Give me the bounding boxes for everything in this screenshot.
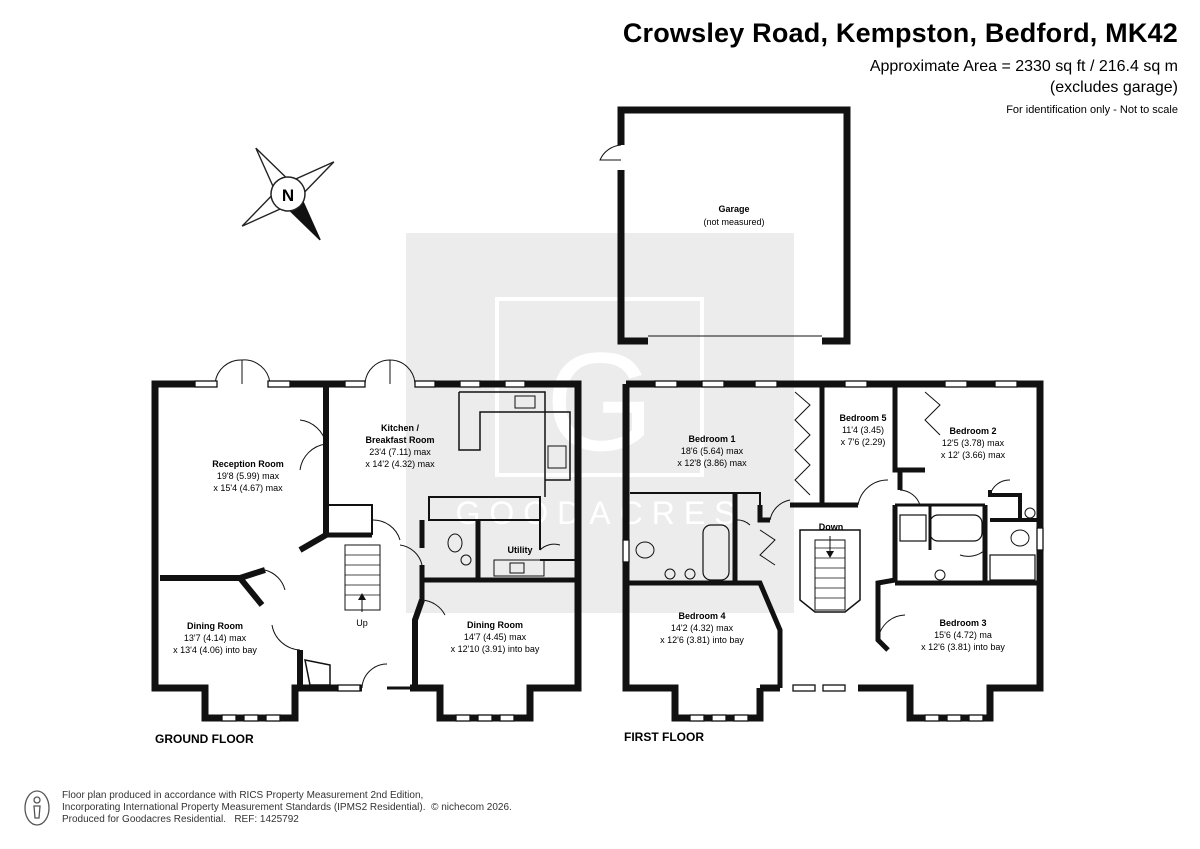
ground-floor-windows <box>194 380 526 722</box>
footer-line1: Floor plan produced in accordance with R… <box>62 790 424 801</box>
room-utility-name: Utility <box>507 545 532 555</box>
garage-note: (not measured) <box>703 217 764 227</box>
room-dining-right-dim2: x 12'10 (3.91) into bay <box>451 644 540 654</box>
watermark-text: GOODACRES <box>455 495 744 531</box>
room-bedroom3-dim1: 15'6 (4.72) ma <box>934 630 992 640</box>
ground-floor-labels: Reception Room 19'8 (5.99) max x 15'4 (4… <box>173 423 540 655</box>
approximate-area: Approximate Area = 2330 sq ft / 216.4 sq… <box>869 58 1178 75</box>
room-bedroom3-dim2: x 12'6 (3.81) into bay <box>921 642 1005 652</box>
page-title: Crowsley Road, Kempston, Bedford, MK42 <box>622 18 1178 48</box>
footer-line2: Incorporating International Property Mea… <box>62 802 426 813</box>
footer-line3: Produced for Goodacres Residential. <box>62 814 226 825</box>
room-bedroom3-name: Bedroom 3 <box>939 618 986 628</box>
room-bedroom5-name: Bedroom 5 <box>839 413 886 423</box>
room-bedroom4-name: Bedroom 4 <box>678 611 725 621</box>
first-floor-windows <box>622 380 1044 722</box>
room-reception-name: Reception Room <box>212 459 284 469</box>
excludes-garage-note: (excludes garage) <box>1049 79 1178 96</box>
footer-line2-row: Incorporating International Property Mea… <box>62 802 512 814</box>
first-floor-labels: Bedroom 1 18'6 (5.64) max x 12'8 (3.86) … <box>660 413 1006 652</box>
room-dining-right-name: Dining Room <box>467 620 523 630</box>
room-dining-left-dim1: 13'7 (4.14) max <box>184 633 247 643</box>
room-bedroom1-name: Bedroom 1 <box>688 434 735 444</box>
watermark-letter: G <box>546 323 655 480</box>
ground-floor-label: GROUND FLOOR <box>155 732 254 746</box>
compass-north-label: N <box>282 186 294 205</box>
compass-rose-icon <box>241 147 335 241</box>
room-dining-left-dim2: x 13'4 (4.06) into bay <box>173 645 257 655</box>
room-bedroom4-dim2: x 12'6 (3.81) into bay <box>660 635 744 645</box>
footer-ref: REF: 1425792 <box>234 814 299 825</box>
room-kitchen-dim1: 23'4 (7.11) max <box>369 447 431 457</box>
room-kitchen-dim2: x 14'2 (4.32) max <box>365 459 435 469</box>
room-reception-dim1: 19'8 (5.99) max <box>217 471 280 481</box>
room-bedroom5-dim1: 11'4 (3.45) <box>842 425 884 435</box>
room-kitchen-name1: Kitchen / <box>381 423 420 433</box>
stairs-down-label: Down <box>819 522 844 532</box>
footer-copyright: © nichecom 2026. <box>431 802 512 813</box>
footer-text: Floor plan produced in accordance with R… <box>62 790 512 826</box>
garage-name: Garage <box>718 204 749 214</box>
room-bedroom2-name: Bedroom 2 <box>949 426 996 436</box>
room-bedroom2-dim1: 12'5 (3.78) max <box>942 438 1005 448</box>
room-bedroom1-dim2: x 12'8 (3.86) max <box>677 458 747 468</box>
person-logo-icon <box>24 790 50 826</box>
footer-line3-row: Produced for Goodacres Residential. REF:… <box>62 814 512 826</box>
room-reception-dim2: x 15'4 (4.67) max <box>213 483 283 493</box>
ground-floor-walls <box>151 359 582 722</box>
stairs-up-label: Up <box>356 618 368 628</box>
room-bedroom4-dim1: 14'2 (4.32) max <box>671 623 734 633</box>
room-kitchen-name2: Breakfast Room <box>365 435 434 445</box>
room-dining-right-dim1: 14'7 (4.45) max <box>464 632 527 642</box>
identification-note: For identification only - Not to scale <box>1006 104 1178 116</box>
room-dining-left-name: Dining Room <box>187 621 243 631</box>
room-bedroom5-dim2: x 7'6 (2.29) <box>841 437 886 447</box>
garage-plan <box>599 106 851 345</box>
room-bedroom2-dim2: x 12' (3.66) max <box>941 450 1006 460</box>
room-bedroom1-dim1: 18'6 (5.64) max <box>681 446 744 456</box>
first-floor-walls <box>622 380 1044 722</box>
first-floor-label: FIRST FLOOR <box>624 730 704 744</box>
